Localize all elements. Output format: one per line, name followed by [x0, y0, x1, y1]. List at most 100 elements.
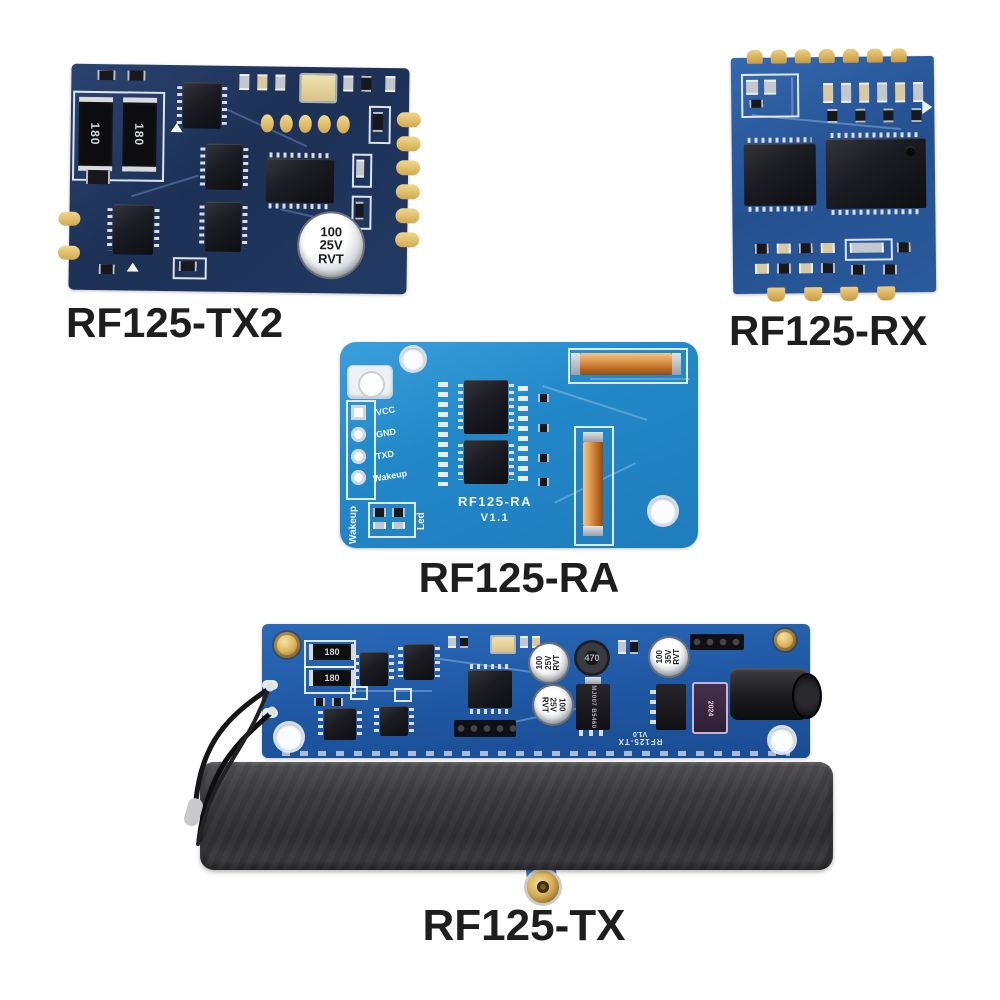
electrolytic-capacitor: 100 25V RVT — [530, 644, 568, 682]
smd-component — [257, 74, 268, 91]
pin-label-vcc: VCC — [375, 404, 396, 418]
capacitor-marking: RVT — [552, 655, 562, 671]
jack-barrel-face — [792, 673, 822, 719]
castellated-pad — [396, 160, 421, 176]
tssop-chip — [468, 664, 512, 714]
gold-test-pad — [298, 114, 312, 134]
label-rf125-tx2: RF125-TX2 — [66, 299, 284, 346]
smd-component — [314, 698, 325, 706]
inductor-end-cap — [672, 353, 681, 375]
led-component — [392, 508, 405, 517]
power-resistor-180: 180 — [309, 644, 355, 660]
smd-component — [763, 79, 777, 95]
silkscreen-pad-column — [518, 386, 528, 482]
resistor-marking: 180 — [88, 122, 103, 146]
silkscreen-wakeup: Wakeup — [348, 506, 359, 544]
smd-component — [332, 698, 343, 706]
smd-component — [356, 159, 365, 178]
smd-component — [776, 243, 791, 254]
transistor-legs — [650, 690, 656, 724]
electrolytic-capacitor: 100 25V RVT — [298, 212, 364, 278]
label-rf125-rx: RF125-RX — [729, 307, 928, 354]
smd-component — [911, 108, 922, 123]
castellated-pad — [395, 232, 420, 248]
pin-label-gnd: GND — [375, 426, 397, 440]
soic-chip — [182, 82, 222, 129]
silkscreen-triangle — [170, 123, 183, 133]
smd-component — [882, 264, 898, 275]
smd-component — [385, 76, 396, 93]
silkscreen-pad-column — [438, 382, 448, 486]
smd-component — [127, 70, 146, 81]
smd-component — [823, 82, 834, 104]
dc-barrel-jack[interactable] — [730, 668, 822, 720]
antenna-bar — [200, 762, 833, 870]
pin-header-4[interactable] — [690, 634, 744, 650]
pcb-trace — [352, 690, 432, 692]
board-rf125-tx2: 180 180 100 — [57, 63, 421, 295]
pin-hole-wakeup — [351, 470, 366, 485]
smd-component — [841, 82, 852, 103]
smd-component — [895, 82, 906, 103]
power-resistor-180: 180 — [309, 670, 355, 686]
board-rf125-ra: VCC GND TXD Wakeup Wakeup Led RF125-RA V… — [340, 342, 698, 548]
sot-tab — [585, 677, 601, 684]
silkscreen-box — [346, 400, 376, 500]
silkscreen-model: RF125-TX — [617, 737, 663, 746]
pin-header-5[interactable] — [454, 720, 516, 737]
tactile-button[interactable] — [348, 366, 392, 398]
smd-component — [749, 99, 764, 108]
power-transistor — [650, 684, 686, 730]
smd-component — [798, 263, 814, 274]
castellated-pad — [395, 184, 420, 200]
inductor-silkscreen-box — [574, 426, 614, 546]
smd-component — [754, 243, 769, 254]
soic-chip — [112, 204, 154, 255]
capacitor-marking: RVT — [540, 697, 550, 713]
castellated-pad — [767, 287, 786, 302]
electrolytic-capacitor: 100 25V RVT — [534, 686, 572, 724]
silkscreen-box — [350, 686, 368, 700]
capacitor-marking: 100 — [557, 698, 567, 712]
castellated-pad — [746, 49, 763, 64]
gold-test-pad — [336, 115, 350, 134]
castellated-pad — [818, 48, 835, 64]
capacitor-marking: RVT — [672, 649, 682, 665]
mounting-hole — [402, 348, 424, 370]
mounting-hole — [650, 498, 676, 524]
castellated-pad — [58, 211, 81, 226]
smd-component — [883, 108, 894, 123]
pcb-trace — [590, 378, 690, 380]
wire-solder-pad — [262, 708, 278, 718]
power-resistor-180: 180 — [122, 97, 158, 172]
pin-hole-txd — [351, 449, 366, 464]
pin-hole-gnd — [351, 427, 366, 442]
rf-ic-chip — [743, 143, 817, 206]
smd-component — [538, 394, 549, 402]
resistor-marking: 180 — [324, 673, 340, 683]
soic-chip — [398, 644, 440, 680]
smd-component — [776, 263, 792, 274]
silkscreen-triangle — [126, 262, 139, 272]
sot-marking: MJ007 — [590, 685, 596, 707]
castellated-pad — [877, 286, 896, 301]
smd-component — [630, 640, 638, 654]
smd-component — [239, 73, 250, 91]
silkscreen-version: V1.1 — [480, 512, 510, 524]
soic-chip — [204, 201, 242, 253]
smd-component — [850, 264, 866, 275]
ferrite-inductor — [583, 432, 603, 536]
smd-component — [538, 454, 549, 462]
castellated-pad — [794, 49, 811, 64]
gold-standoff-screw — [274, 632, 300, 658]
smd-component — [373, 522, 386, 529]
antenna-texture — [200, 762, 833, 870]
crystal-oscillator — [490, 635, 516, 654]
inductor-end-cap — [583, 432, 603, 442]
silkscreen-model-block: RF125-TX V1.0 — [598, 730, 682, 746]
resistor-marking: 180 — [132, 122, 147, 147]
castellated-pad — [396, 112, 421, 128]
pcb-trace — [542, 385, 648, 421]
smd-component — [460, 636, 468, 648]
smd-component — [178, 261, 197, 272]
